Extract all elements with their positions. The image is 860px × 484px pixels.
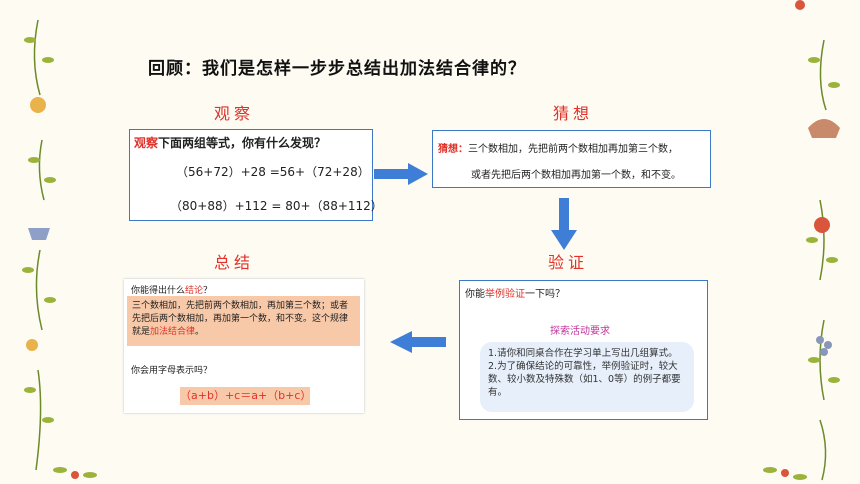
observe-equation-2: （80+88）+112 = 80+（88+112）	[170, 199, 383, 213]
verify-q-red: 举例验证	[485, 289, 525, 300]
verify-q-after: 一下吗？	[525, 289, 565, 300]
stage-label-guess: 猜想	[553, 104, 594, 123]
observe-prefix: 观察	[134, 136, 159, 150]
guess-box: 猜想：三个数相加，先把前两个数相加再加第三个数， 或者先把后两个数相加再加第一个…	[432, 130, 711, 188]
summary-box: 你能得出什么结论？ 三个数相加，先把前两个数相加，再加第三个数；或者先把后两个数…	[124, 279, 364, 413]
summary-text-red: 加法结合律	[150, 327, 196, 337]
summary-q1-after: ？	[203, 286, 213, 296]
requirement-1: 1.请你和同桌合作在学习单上写出几组算式。	[488, 348, 678, 359]
verify-q-before: 你能	[465, 289, 485, 300]
activity-requirements: 1.请你和同桌合作在学习单上写出几组算式。 2.为了确保结论的可靠性，举例验证时…	[480, 342, 694, 412]
right-floral-border	[795, 0, 840, 481]
observe-question: 观察下面两组等式，你有什么发现？	[134, 134, 326, 151]
summary-text-main: 三个数相加，先把前两个数相加，再加第三个数；或者先把后两个数相加，再加第一个数，…	[132, 301, 349, 337]
guess-text-1: 三个数相加，先把前两个数相加再加第三个数，	[468, 144, 678, 155]
summary-question-2: 你会用字母表示吗？	[131, 366, 213, 376]
guess-line-2: 或者先把后两个数相加再加第一个数，和不变。	[471, 170, 681, 181]
summary-q1-red: 结论	[185, 286, 204, 296]
verify-question: 你能举例验证一下吗？	[465, 285, 565, 300]
requirement-2: 2.为了确保结论的可靠性，举例验证时，较大数、较小数及特殊数（如1、0等）的例子…	[488, 361, 681, 398]
guess-line-1: 猜想：三个数相加，先把前两个数相加再加第三个数，	[438, 140, 678, 155]
guess-prefix: 猜想：	[438, 144, 468, 155]
summary-text-end: 。	[195, 327, 205, 337]
observe-question-text: 下面两组等式，你有什么发现？	[158, 136, 327, 150]
summary-conclusion: 三个数相加，先把前两个数相加，再加第三个数；或者先把后两个数相加，再加第一个数，…	[127, 296, 360, 346]
summary-question-1: 你能得出什么结论？	[131, 283, 212, 296]
stage-label-summary: 总结	[214, 253, 255, 272]
arrow-down	[551, 198, 577, 250]
left-floral-border	[22, 19, 56, 471]
bottom-floral-decoration	[53, 467, 807, 480]
verify-box: 你能举例验证一下吗？ 探索活动要求 1.请你和同桌合作在学习单上写出几组算式。 …	[459, 280, 708, 420]
stage-label-verify: 验证	[548, 253, 589, 272]
observe-equation-1: （56+72）+28 =56+（72+28）	[176, 165, 370, 179]
summary-formula: （a+b）+c＝a+（b+c）	[180, 387, 311, 405]
arrow-left	[390, 331, 446, 353]
observe-box: 观察下面两组等式，你有什么发现？ （56+72）+28 =56+（72+28） …	[129, 129, 383, 221]
arrow-right	[374, 163, 428, 185]
page-title: 回顾：我们是怎样一步步总结出加法结合律的？	[148, 59, 526, 79]
stage-label-observe: 观察	[214, 104, 255, 123]
summary-q1-before: 你能得出什么	[131, 286, 186, 296]
activity-title: 探索活动要求	[550, 326, 610, 337]
